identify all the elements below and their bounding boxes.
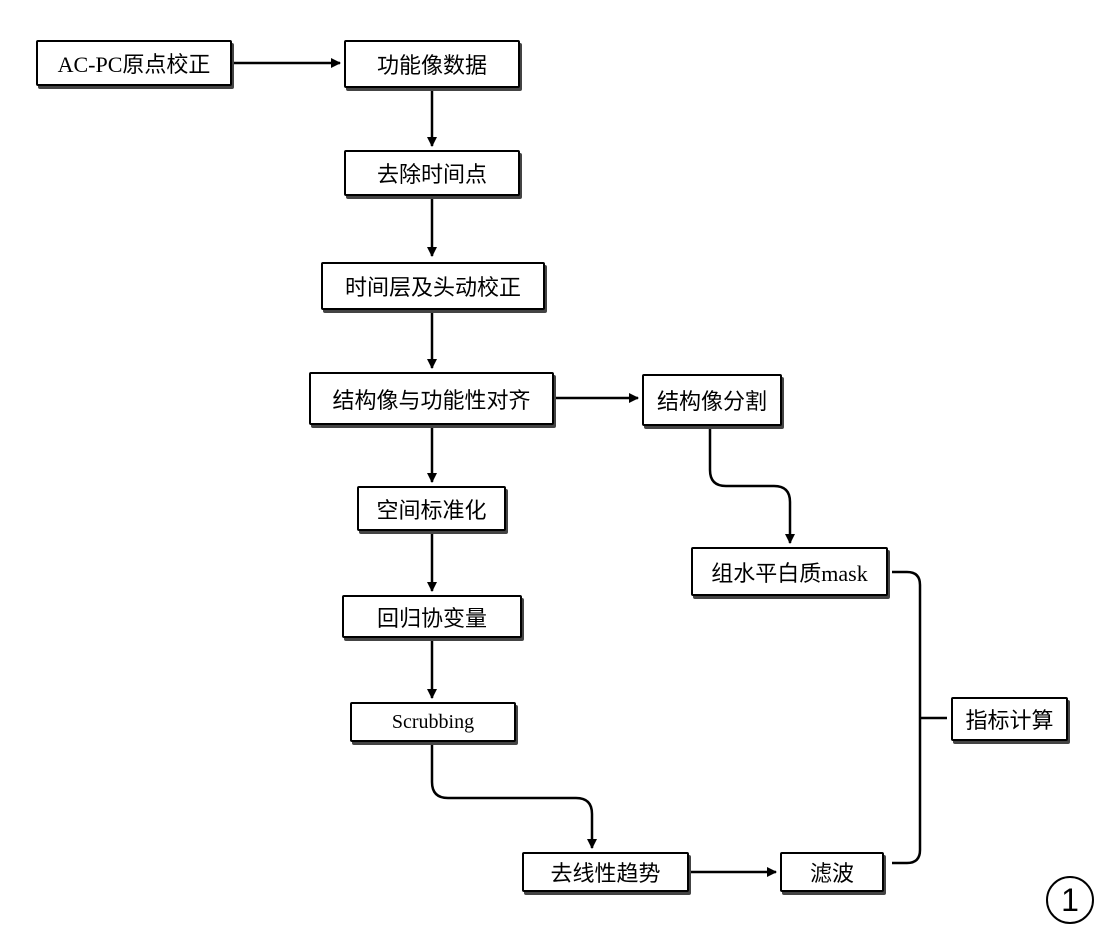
bracket-metrics [892, 570, 922, 865]
node-group-white-matter-mask: 组水平白质mask [691, 547, 888, 596]
node-functional-data: 功能像数据 [344, 40, 520, 88]
node-remove-timepoints: 去除时间点 [344, 150, 520, 196]
arrow-segment-to-wmmask [708, 426, 795, 544]
figure-number-badge: 1 [1046, 876, 1094, 924]
node-covariate-regression: 回归协变量 [342, 595, 522, 638]
node-metric-calculation: 指标计算 [951, 697, 1068, 741]
node-structural-segmentation: 结构像分割 [642, 374, 782, 426]
node-linear-detrend: 去线性趋势 [522, 852, 689, 892]
node-scrubbing: Scrubbing [350, 702, 516, 742]
node-slice-timing-motion-correction: 时间层及头动校正 [321, 262, 545, 310]
node-structural-functional-coregistration: 结构像与功能性对齐 [309, 372, 554, 425]
node-spatial-normalization: 空间标准化 [357, 486, 506, 531]
node-acpc-origin-correction: AC-PC原点校正 [36, 40, 232, 86]
node-filtering: 滤波 [780, 852, 884, 892]
arrow-scrub-to-detrend [430, 742, 597, 849]
